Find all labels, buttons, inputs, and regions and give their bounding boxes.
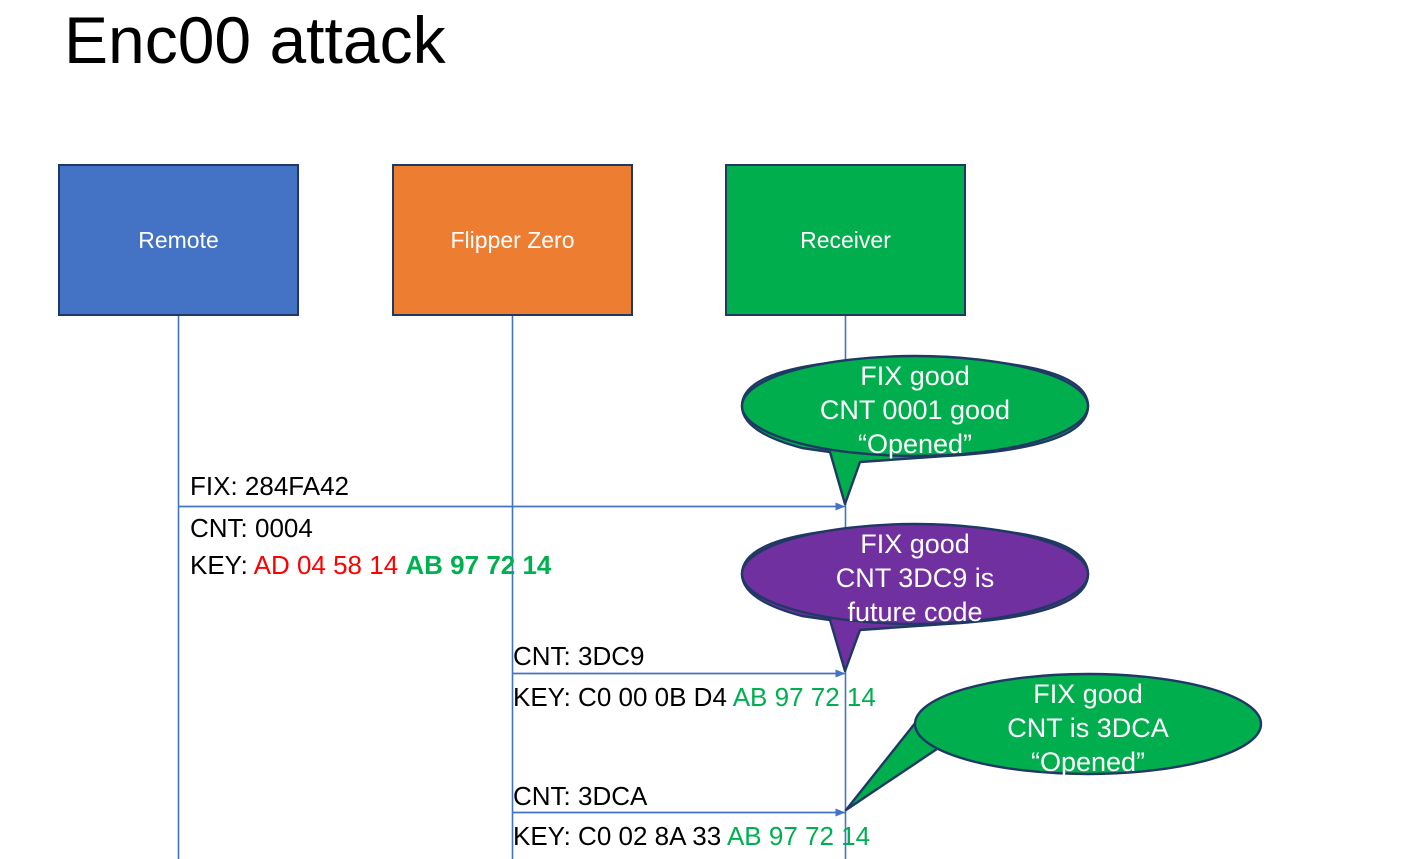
message-3-key-prefix: KEY: C0 02 8A 33 bbox=[513, 821, 727, 851]
actor-label-receiver: Receiver bbox=[800, 227, 891, 253]
bubble-1-line-3: “Opened” bbox=[857, 429, 973, 459]
speech-bubble-1 bbox=[740, 354, 1090, 506]
actor-label-remote: Remote bbox=[138, 227, 219, 253]
bubble-3-line-1: FIX good bbox=[1033, 679, 1143, 709]
message-1-cnt-label: CNT: 0004 bbox=[190, 513, 313, 543]
message-2-cnt-label: CNT: 3DC9 bbox=[513, 641, 645, 671]
actor-label-flipper: Flipper Zero bbox=[450, 227, 575, 253]
message-2-key-green: AB 97 72 14 bbox=[732, 682, 876, 712]
message-1-key-label: KEY: AD 04 58 14 AB 97 72 14 bbox=[190, 549, 551, 582]
message-2-key-prefix: KEY: C0 00 0B D4 bbox=[513, 682, 733, 712]
actor-box-receiver[interactable]: Receiver bbox=[725, 164, 966, 316]
bubble-1-line-1: FIX good bbox=[860, 361, 970, 391]
speech-bubble-2 bbox=[740, 522, 1090, 673]
bubble-2-line-3: future code bbox=[847, 597, 983, 627]
message-1-key-prefix: KEY: bbox=[190, 550, 254, 580]
message-2-key-label: KEY: C0 00 0B D4 AB 97 72 14 bbox=[513, 681, 876, 714]
bubble-1-line-2: CNT 0001 good bbox=[819, 395, 1011, 425]
bubble-2-line-2: CNT 3DC9 is bbox=[835, 563, 995, 593]
message-3-cnt-label: CNT: 3DCA bbox=[513, 781, 648, 811]
message-1-fix-label: FIX: 284FA42 bbox=[190, 471, 349, 501]
actor-box-remote[interactable]: Remote bbox=[58, 164, 299, 316]
message-1-key-green: AB 97 72 14 bbox=[405, 550, 552, 580]
message-3-key-label: KEY: C0 02 8A 33 AB 97 72 14 bbox=[513, 820, 870, 853]
bubble-3-line-3: “Opened” bbox=[1030, 747, 1146, 777]
actor-box-flipper[interactable]: Flipper Zero bbox=[392, 164, 633, 316]
message-1-key-red: AD 04 58 14 bbox=[253, 550, 399, 580]
page-title: Enc00 attack bbox=[64, 3, 446, 77]
speech-bubble-3 bbox=[844, 672, 1263, 812]
bubble-2-line-1: FIX good bbox=[860, 529, 970, 559]
bubble-3-line-2: CNT is 3DCA bbox=[1007, 713, 1169, 743]
message-3-key-green: AB 97 72 14 bbox=[726, 821, 871, 851]
